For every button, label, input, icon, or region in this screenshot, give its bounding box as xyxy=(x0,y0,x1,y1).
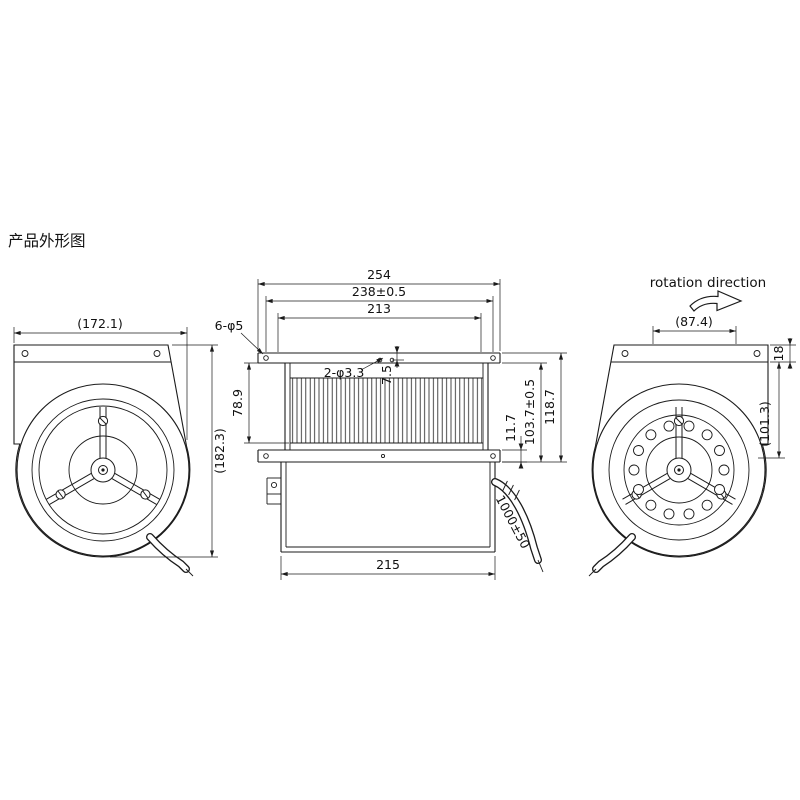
dim-right-offset-label: 18 xyxy=(771,346,786,362)
dim-mount-width-label: 238±0.5 xyxy=(352,284,406,299)
right-housing xyxy=(591,344,769,558)
front-cable: 1000±50 xyxy=(491,478,544,573)
right-impeller xyxy=(592,383,766,557)
right-cable xyxy=(588,533,636,577)
flange-holes-label: 6-φ5 xyxy=(215,318,244,333)
impeller-blades xyxy=(291,378,482,443)
left-impeller-spokes xyxy=(46,406,160,505)
page-title: 产品外形图 xyxy=(8,232,86,250)
right-side-view: (87.4) 18 (101.3) xyxy=(588,314,796,577)
dim-right-width-label: (87.4) xyxy=(675,314,713,329)
front-top-flange xyxy=(257,352,501,364)
left-side-view: (172.1) (182.3) xyxy=(13,316,227,577)
right-dimensions: (87.4) 18 (101.3) xyxy=(652,314,796,459)
rotation-arrow-icon xyxy=(689,290,743,312)
dim-base-width-label: 215 xyxy=(376,557,400,572)
front-dimensions: 254 238±0.5 213 6-φ5 2-φ3.3 7.5 xyxy=(215,267,567,580)
dim-total-height-label: 118.7 xyxy=(542,389,557,425)
dim-flange-thickness-label: 11.7 xyxy=(503,414,518,442)
rotation-direction-label: rotation direction xyxy=(650,275,766,291)
dim-inner-height-label: 103.7±0.5 xyxy=(522,379,537,445)
dim-right-height-label: (101.3) xyxy=(757,401,772,447)
left-housing xyxy=(13,344,191,558)
front-impeller xyxy=(284,363,489,450)
dim-left-height: (182.3) xyxy=(110,344,227,558)
left-cable xyxy=(146,533,194,577)
dim-wheel-height-label: 78.9 xyxy=(230,389,245,417)
dim-left-height-label: (182.3) xyxy=(212,428,227,474)
dim-left-width: (172.1) xyxy=(13,316,188,440)
dim-overall-width-label: 254 xyxy=(367,267,391,282)
wheel-holes-label: 2-φ3.3 xyxy=(324,365,365,380)
dim-left-width-label: (172.1) xyxy=(77,316,123,331)
dim-hole-offset-label: 7.5 xyxy=(379,365,394,385)
inlet-hole-ring xyxy=(628,420,730,520)
left-impeller xyxy=(16,383,190,557)
dim-inner-width-label: 213 xyxy=(367,301,391,316)
front-view: 1000±50 254 238±0.5 213 6-φ5 2-φ3.3 xyxy=(215,267,567,580)
front-base-housing xyxy=(266,462,496,553)
terminal-block xyxy=(266,477,281,505)
front-bottom-flange xyxy=(257,449,501,463)
